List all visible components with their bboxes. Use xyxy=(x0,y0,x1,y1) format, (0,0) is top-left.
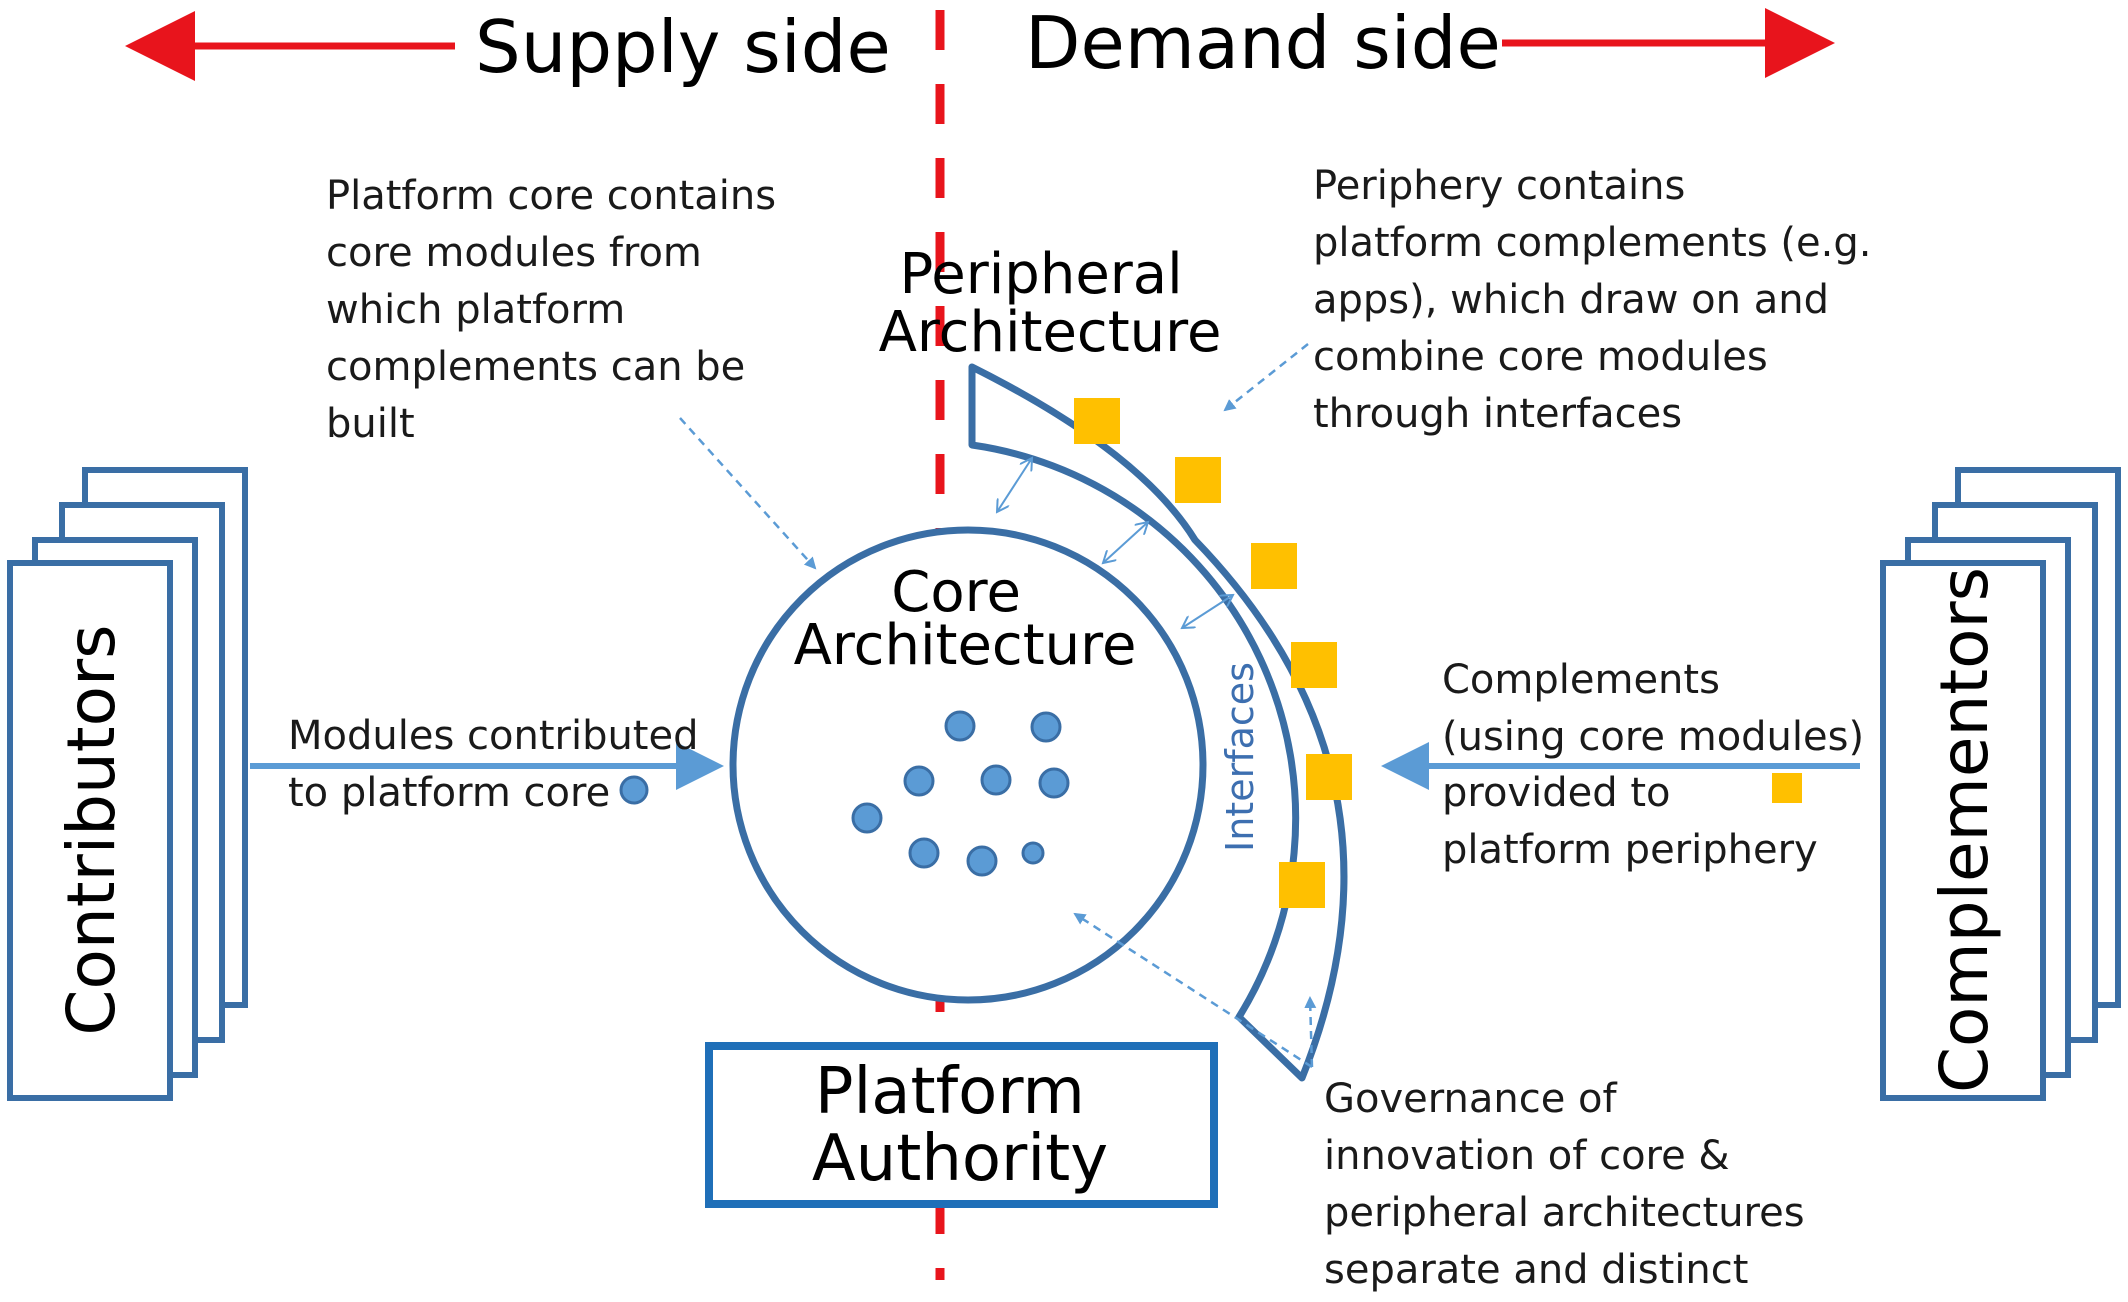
complement-square xyxy=(1251,543,1297,589)
supply-side-label: Supply side xyxy=(475,5,891,89)
core-module-dot xyxy=(1038,767,1070,799)
platform-core-pointer xyxy=(679,417,817,570)
interfaces-label: Interfaces xyxy=(1218,662,1262,852)
note-line: complements can be xyxy=(326,344,745,390)
note-line: core modules from xyxy=(326,230,702,276)
core-module-dot xyxy=(1030,711,1062,743)
note-line: which platform xyxy=(326,287,625,333)
authority-line: Platform xyxy=(815,1055,1085,1129)
note-line: apps), which draw on and xyxy=(1313,277,1829,323)
periphery-note: Periphery contains platform complements … xyxy=(1313,163,1884,437)
core-module-dot xyxy=(851,802,883,834)
title-line: Architecture xyxy=(879,300,1222,365)
note-line: to platform core xyxy=(288,770,610,816)
note-line: built xyxy=(326,401,415,447)
platform-authority-label: Platform Authority xyxy=(812,1055,1108,1196)
governance-pointer-core xyxy=(1073,912,1313,1069)
modules-contributed-note: Modules contributed to platform core xyxy=(288,713,711,816)
core-module-dot xyxy=(903,765,935,797)
note-line: Modules contributed xyxy=(288,713,699,759)
core-module-dot xyxy=(980,764,1012,796)
interface-double-arrow xyxy=(997,458,1032,512)
note-line: Periphery contains xyxy=(1313,163,1685,209)
interface-double-arrow xyxy=(1182,595,1233,628)
stack-card xyxy=(7,560,173,1101)
contributors-label: Contributors xyxy=(53,624,130,1035)
complements-note: Complements (using core modules) provide… xyxy=(1442,657,1877,873)
platform-authority-box xyxy=(705,1042,1218,1208)
core-architecture-circle xyxy=(729,526,1207,1004)
core-module-dot xyxy=(1021,841,1045,865)
note-line: innovation of core & xyxy=(1324,1133,1730,1179)
core-module-dot xyxy=(944,710,976,742)
contributors-stack xyxy=(7,467,248,1101)
note-line: Complements xyxy=(1442,657,1720,703)
core-modules xyxy=(851,710,1070,877)
stack-card xyxy=(1880,560,2046,1101)
note-line: separate and distinct xyxy=(1324,1247,1748,1293)
periphery-pointer xyxy=(1223,343,1309,412)
note-line: peripheral architectures xyxy=(1324,1190,1805,1236)
note-line: Platform core contains xyxy=(326,173,776,219)
governance-note: Governance of innovation of core & perip… xyxy=(1324,1076,1817,1293)
note-line: through interfaces xyxy=(1313,391,1682,437)
complement-square xyxy=(1291,642,1337,688)
note-line: Governance of xyxy=(1324,1076,1617,1122)
platform-core-note: Platform core contains core modules from… xyxy=(326,173,789,447)
demand-side-label: Demand side xyxy=(1025,1,1501,85)
note-line: combine core modules xyxy=(1313,334,1768,380)
title-line: Architecture xyxy=(794,613,1137,678)
complement-legend-square xyxy=(1772,773,1802,803)
core-architecture-title: Core Architecture xyxy=(794,560,1137,678)
note-line: (using core modules) xyxy=(1442,714,1864,760)
core-module-dot xyxy=(966,845,998,877)
note-line: provided to xyxy=(1442,770,1670,816)
complement-square xyxy=(1175,457,1221,503)
complement-square xyxy=(1306,754,1352,800)
authority-line: Authority xyxy=(812,1122,1108,1196)
complement-square xyxy=(1279,862,1325,908)
complement-modules xyxy=(1074,398,1352,908)
title-line: Peripheral xyxy=(899,242,1182,307)
governance-pointer-periphery xyxy=(1304,996,1317,1068)
complementors-stack xyxy=(1880,467,2121,1101)
complement-square xyxy=(1074,398,1120,444)
core-module-dot xyxy=(908,837,940,869)
note-line: platform complements (e.g. xyxy=(1313,220,1871,266)
title-line: Core xyxy=(891,560,1021,625)
peripheral-architecture-title: Peripheral Architecture xyxy=(879,242,1222,365)
note-line: platform periphery xyxy=(1442,827,1818,873)
interface-double-arrow xyxy=(1103,522,1148,563)
complementors-label: Complementors xyxy=(1926,567,2003,1093)
module-legend-dot xyxy=(619,775,649,805)
